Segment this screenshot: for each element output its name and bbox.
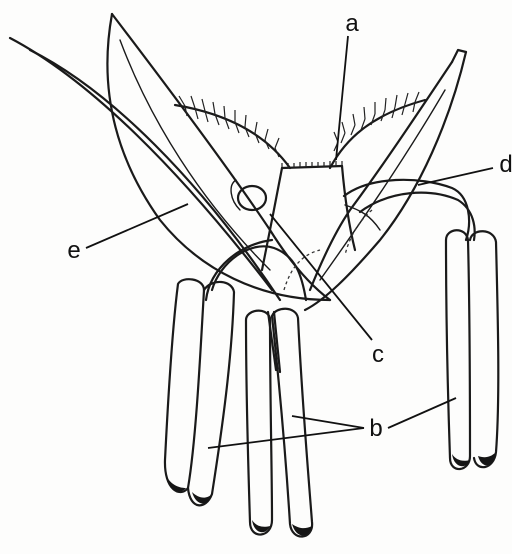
label-a: a [345, 10, 359, 37]
leader-b1 [208, 428, 364, 448]
leader-b3 [388, 398, 456, 428]
anther-middle [246, 309, 312, 537]
left-awn [10, 38, 280, 300]
leader-d [418, 168, 493, 185]
leader-c [270, 214, 372, 340]
label-c: c [372, 341, 384, 368]
lemma-bract [107, 14, 330, 300]
leader-e [86, 204, 188, 248]
label-d: d [499, 151, 512, 178]
label-b: b [369, 415, 382, 442]
anther-right [446, 230, 498, 469]
anther-left [165, 279, 234, 505]
leader-lines [86, 36, 493, 448]
leader-b2 [292, 416, 364, 428]
label-e: e [67, 237, 80, 264]
